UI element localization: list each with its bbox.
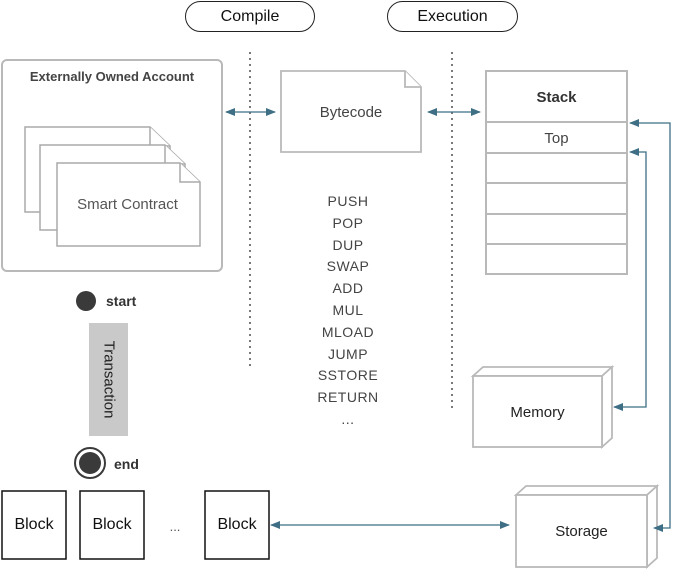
block-3-frame xyxy=(204,490,270,560)
opcode: MLOAD xyxy=(321,323,375,340)
opcode: SWAP xyxy=(326,258,370,275)
arrow-stack-memory xyxy=(613,148,647,411)
storage-label: Storage xyxy=(555,522,608,540)
bytecode-page xyxy=(280,70,422,153)
stack-title: Stack xyxy=(536,88,577,106)
block-1-label: Block xyxy=(14,516,54,533)
memory-label: Memory xyxy=(510,403,565,421)
arrow-stack-storage xyxy=(629,119,671,532)
opcode-ellipsis: ... xyxy=(341,410,355,427)
opcode: POP xyxy=(332,214,364,231)
block-1-frame xyxy=(1,490,67,560)
transaction-label-wrap: Transaction xyxy=(89,323,128,436)
memory-box xyxy=(470,364,615,450)
compile-label: Compile xyxy=(185,1,315,32)
opcode-list: PUSH POP DUP SWAP ADD MUL MLOAD JUMP SST… xyxy=(308,193,388,433)
opcode: RETURN xyxy=(317,389,379,406)
opcode: ADD xyxy=(332,280,364,297)
block-2-label: Block xyxy=(92,516,132,533)
smart-contract-pages xyxy=(24,126,201,247)
opcode: MUL xyxy=(332,301,364,318)
stack-top-label: Top xyxy=(544,129,569,147)
opcode: DUP xyxy=(332,236,364,253)
opcode: PUSH xyxy=(327,193,369,209)
transaction-label: Transaction xyxy=(100,340,117,419)
smart-contract-label: Smart Contract xyxy=(77,195,178,213)
execution-label: Execution xyxy=(387,1,518,32)
opcode: SSTORE xyxy=(317,367,379,384)
transaction-bar xyxy=(89,323,128,436)
block-3-label: Block xyxy=(217,516,257,533)
block-ellipsis: ... xyxy=(169,518,181,534)
eoa-title: Externally Owned Account xyxy=(29,69,195,84)
stack-frame xyxy=(485,70,628,275)
start-marker xyxy=(76,291,96,311)
end-label: end xyxy=(114,456,139,472)
block-2-frame xyxy=(79,490,145,560)
bytecode-label: Bytecode xyxy=(319,103,383,121)
opcode: JUMP xyxy=(327,345,369,362)
end-marker xyxy=(79,452,101,474)
start-label: start xyxy=(106,293,137,309)
